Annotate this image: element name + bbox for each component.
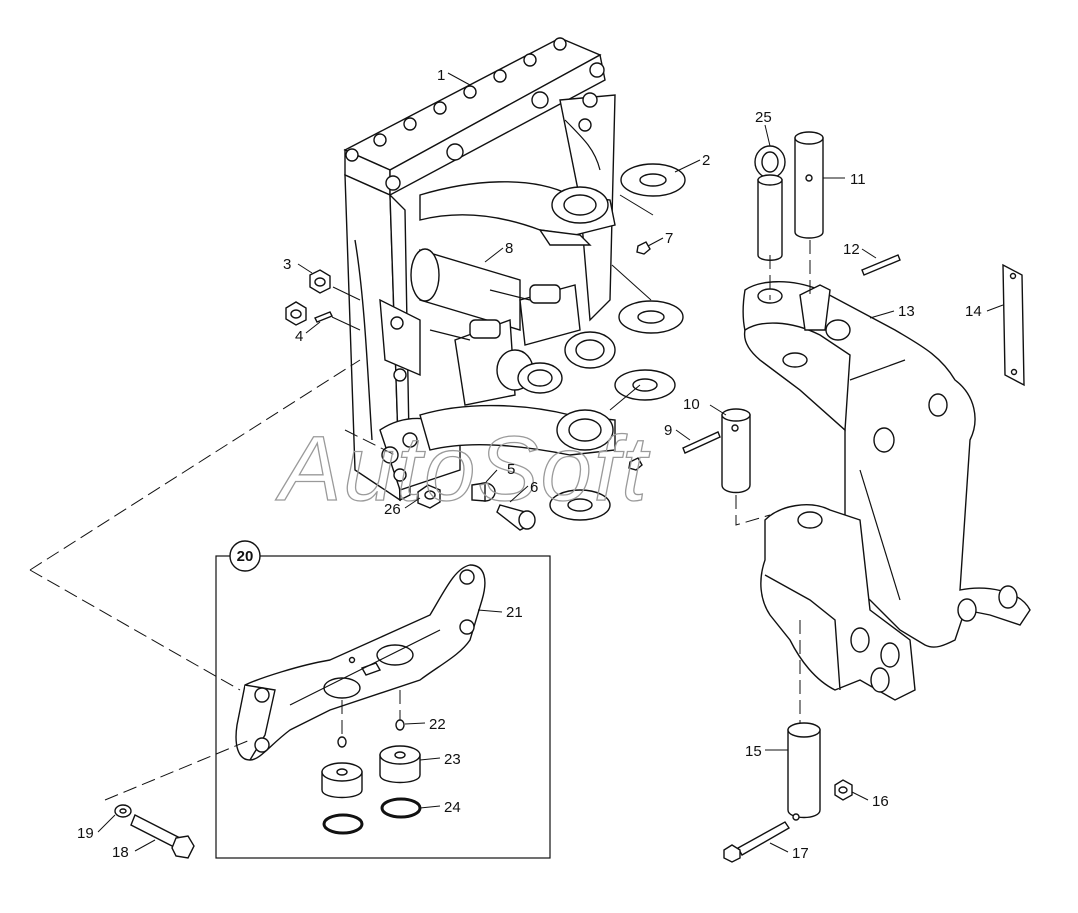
upper-yoke-arm [419,181,616,246]
hydraulic-cylinder [410,248,616,406]
nut-part-16 [834,779,853,801]
strip-part-14 [1002,263,1025,387]
bolt-part-17 [723,821,790,863]
callout-15: 15 [745,743,762,760]
washers [549,163,686,521]
pin-part-11 [794,131,824,239]
group-label-circle [229,540,261,572]
callout-4: 4 [295,328,303,345]
callout-1: 1 [437,67,445,84]
callout-12: 12 [843,241,860,258]
eye-pin-part-25 [754,145,786,261]
callout-8: 8 [505,240,513,257]
lower-yoke-arm [419,404,616,456]
bushings-part-23 [321,690,422,835]
callout-3: 3 [283,256,291,273]
arm-assembly-part-13 [742,281,1031,648]
pin-part-10 [721,408,751,494]
callout-19: 19 [77,825,94,842]
callout-22: 22 [429,716,446,733]
pin-part-15 [787,722,821,821]
callout-18: 18 [112,844,129,861]
roll-pin-part-12 [861,254,901,276]
callout-16: 16 [872,793,889,810]
group-label: 20 [237,548,254,565]
callout-26: 26 [384,501,401,518]
inset-group-box: 20 [215,540,551,859]
callout-10: 10 [683,396,700,413]
callout-13: 13 [898,303,915,320]
callout-25: 25 [755,109,772,126]
callout-24: 24 [444,799,461,816]
callout-9: 9 [664,422,672,439]
top-bolts [345,37,605,191]
callout-14: 14 [965,303,982,320]
bolt-part-18 [114,804,195,859]
watermark-text: AutoSoft [275,418,650,520]
callout-11: 11 [850,171,866,188]
bracket-part-21 [235,564,486,761]
callout-5: 5 [507,461,515,478]
callout-23: 23 [444,751,461,768]
alignment-lines [29,240,811,801]
loose-hardware-left [285,241,651,531]
callout-6: 6 [530,479,538,496]
main-frame [343,37,616,502]
callout-numbers: 1 2 3 4 5 6 7 8 9 10 11 12 13 14 15 16 1… [77,67,982,862]
callout-2: 2 [702,152,710,169]
leader-lines [97,72,1004,853]
roll-pin-part-9 [682,431,721,454]
callout-7: 7 [665,230,673,247]
callout-21: 21 [506,604,523,621]
lower-bracket-right [760,504,916,735]
callout-17: 17 [792,845,809,862]
